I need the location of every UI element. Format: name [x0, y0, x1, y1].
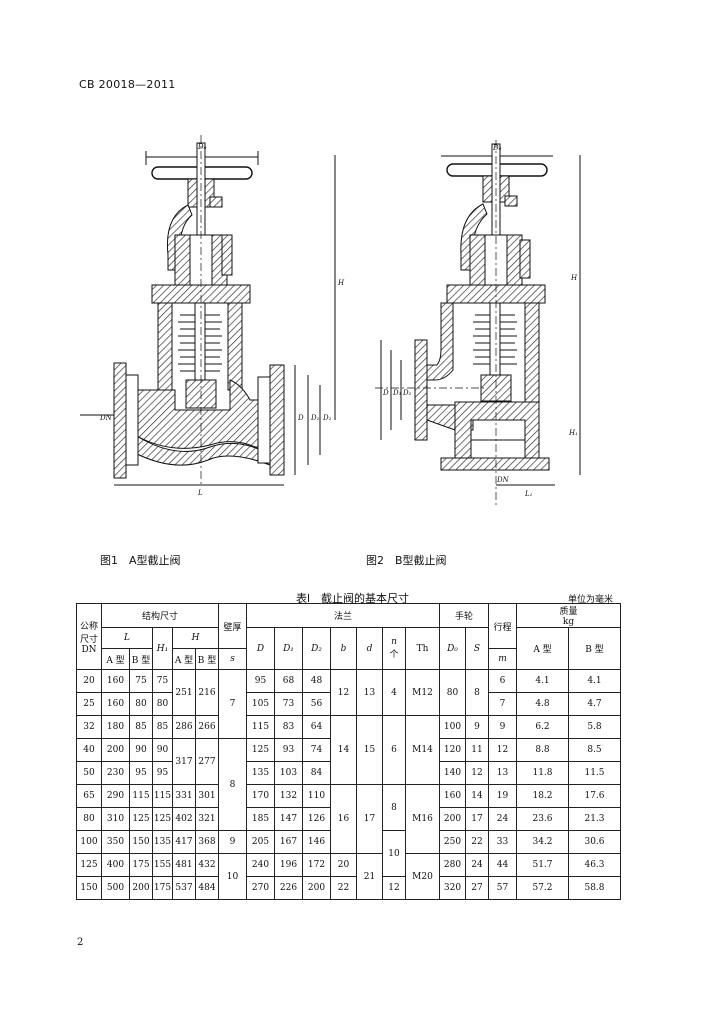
label-dn: DN [99, 414, 113, 422]
header-structure: 结构尺寸 [101, 603, 219, 628]
header-handwheel: 手轮 [439, 603, 489, 628]
header-flange: 法兰 [246, 603, 440, 628]
figure-1-caption: 图1 A型截止阀 [100, 554, 181, 567]
header-h-a: A 型 [172, 648, 196, 670]
label-b-d2: D₂ [402, 389, 412, 397]
label-b-l1: L₁ [524, 490, 533, 498]
header-d0: D₀ [439, 627, 466, 670]
label-d1: D₁ [310, 414, 320, 422]
table-caption: 表l 截止阀的基本尺寸 [295, 592, 410, 605]
label-b-dn: DN [496, 476, 510, 484]
header-d2: D₂ [302, 627, 331, 670]
header-m: m [488, 648, 517, 670]
label-d: D [297, 414, 304, 422]
valve-a-drawing: D₀ H DN L D D₁ D₂ [80, 135, 345, 497]
header-l-a: A 型 [101, 648, 130, 670]
label-l: L [197, 489, 203, 497]
label-b-d0: D₀ [492, 144, 502, 152]
header-stroke: 行程 [488, 603, 517, 649]
standard-number: CB 20018—2011 [79, 78, 176, 91]
header-wall: 壁厚 [218, 603, 247, 649]
label-h: H [337, 279, 345, 287]
valve-b-drawing: D₀ H D D₁ D₂ DN H₁ L₁ [375, 140, 581, 505]
page-number: 2 [77, 937, 84, 948]
label-d2: D₂ [322, 414, 332, 422]
label-b-h: H [570, 274, 578, 282]
label-b-h1: H₁ [568, 429, 578, 437]
header-d: D [246, 627, 275, 670]
figure-b-type-valve: D₀ H D D₁ D₂ DN H₁ L₁ [375, 140, 585, 510]
header-mass-b: B 型 [568, 627, 621, 670]
figure-a-type-valve: D₀ H DN L D D₁ D₂ [80, 135, 350, 510]
table-unit: 单位为毫米 [568, 595, 614, 605]
header-s: s [218, 648, 247, 670]
header-dn: 公称尺寸 DN [76, 603, 102, 670]
header-s-upper: S [465, 627, 489, 670]
header-l: L [101, 627, 153, 649]
header-h-b: B 型 [195, 648, 219, 670]
header-mass-a: A 型 [516, 627, 569, 670]
header-d1: D₁ [274, 627, 303, 670]
figure-2-caption: 图2 B型截止阀 [366, 554, 447, 567]
header-th: Th [405, 627, 440, 670]
label-d0: D₀ [197, 143, 207, 151]
label-b-d1: D₁ [392, 389, 402, 397]
header-h: H [172, 627, 219, 649]
header-small-d: d [356, 627, 383, 670]
header-l-b: B 型 [129, 648, 153, 670]
header-b: b [330, 627, 357, 670]
header-h1: H₁ [152, 627, 173, 670]
label-b-d: D [382, 389, 389, 397]
